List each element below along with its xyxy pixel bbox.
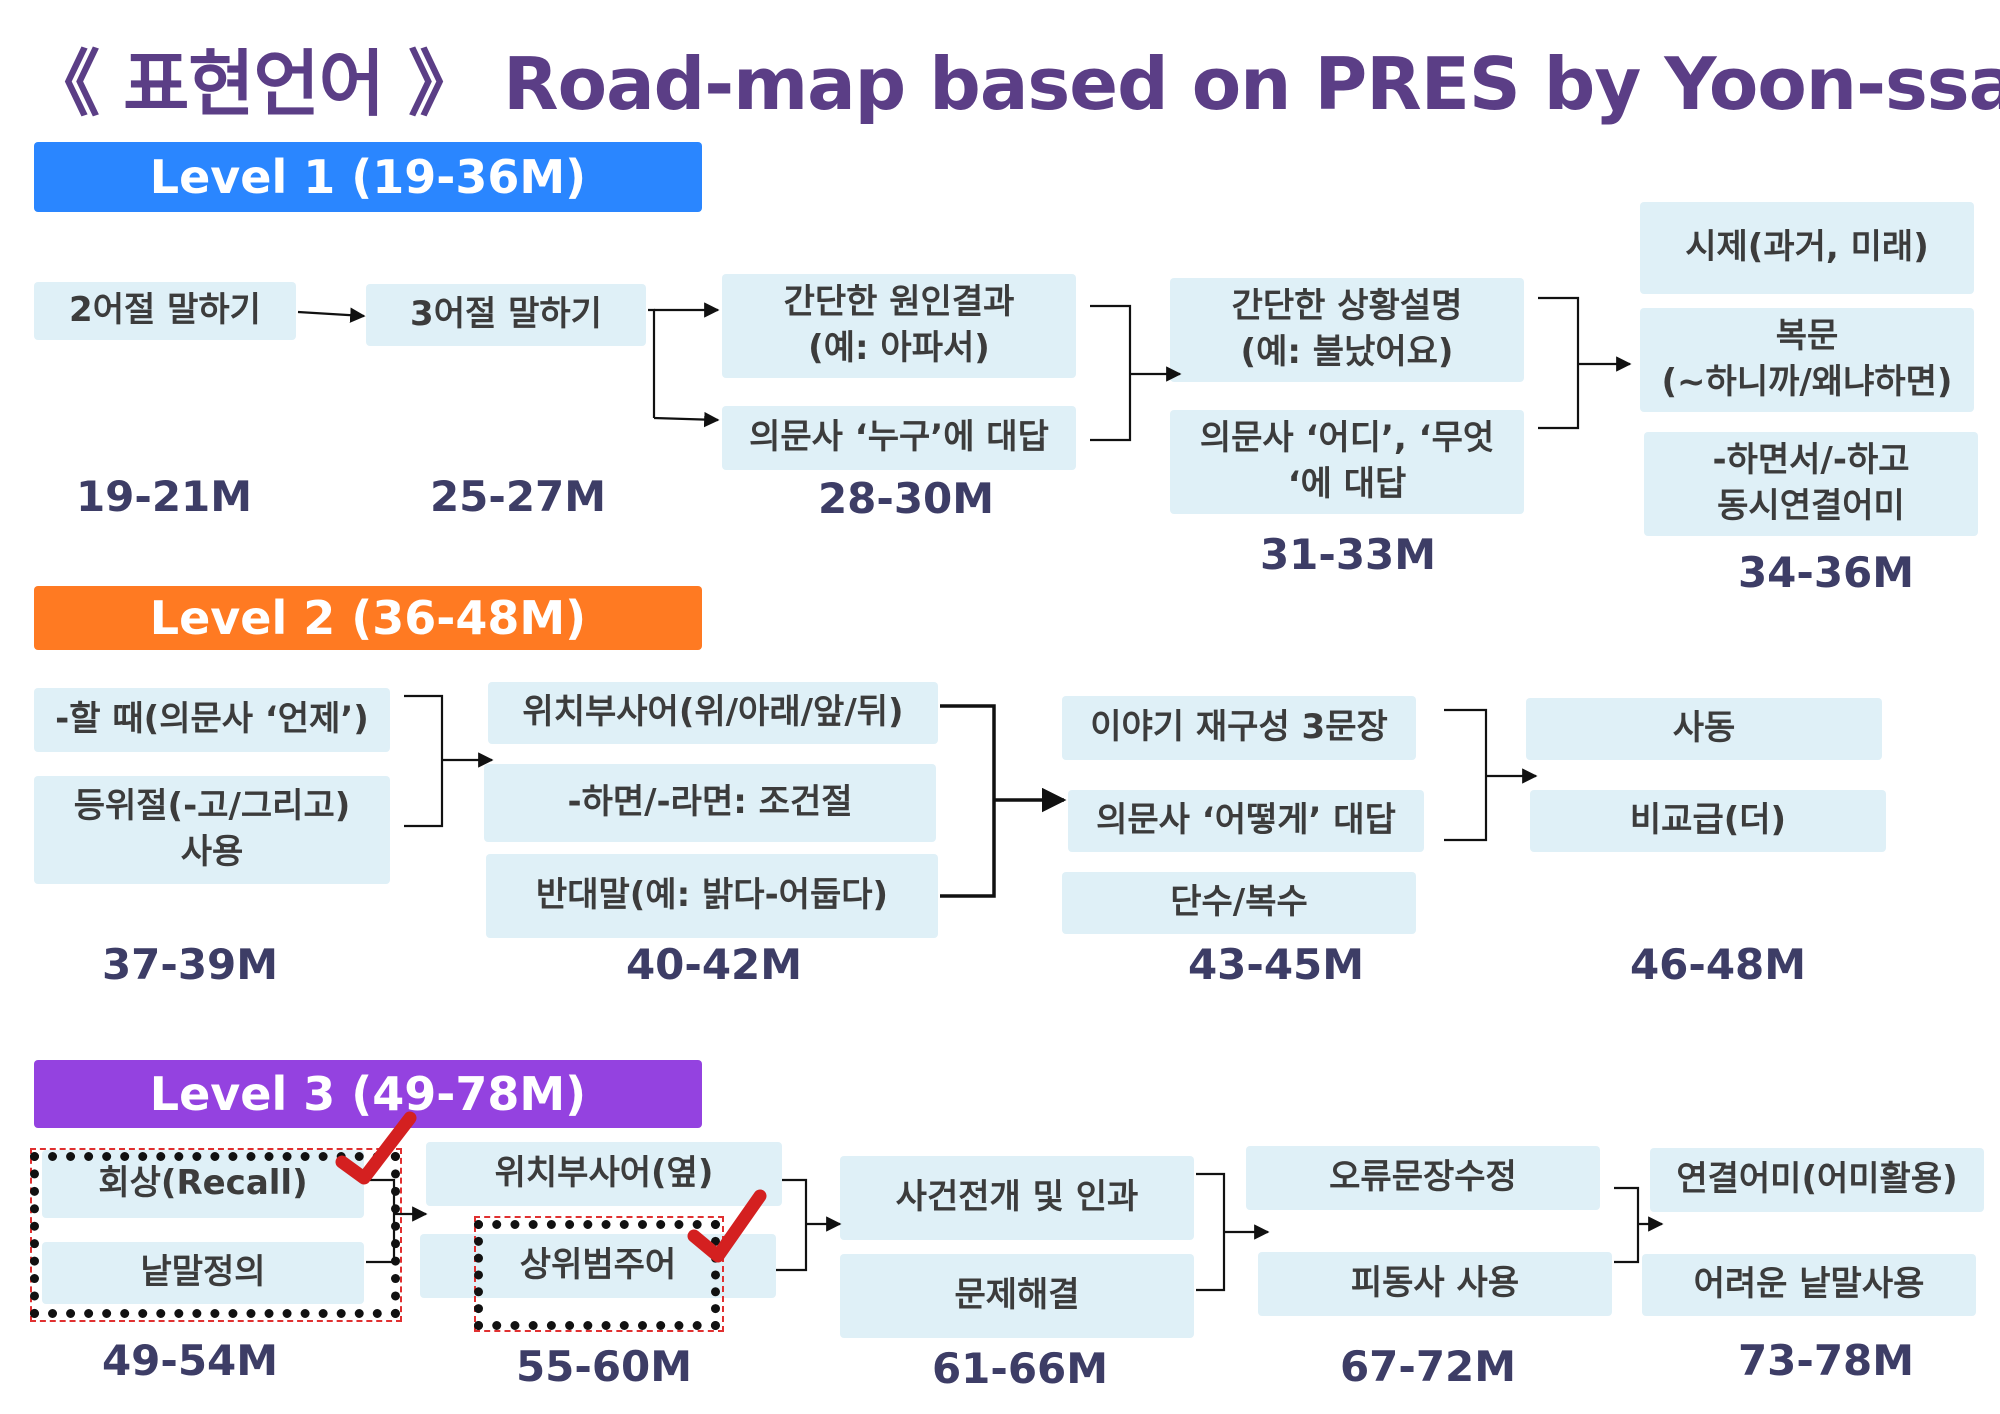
skill-box: 의문사 ‘어디’, ‘무엇 ‘에 대답 [1170, 410, 1524, 514]
age-range: 49-54M [101, 1336, 279, 1385]
level-1-header: Level 1 (19-36M) [34, 142, 702, 212]
skill-box: 연결어미(어미활용) [1650, 1148, 1984, 1212]
skill-box: 위치부사어(옆) [426, 1142, 782, 1206]
age-range: 25-27M [429, 472, 607, 521]
page-title: 《 표현언어 》 Road-map based on PRES by Yoon-… [28, 42, 2000, 126]
bracket [404, 694, 444, 828]
skill-box: 단수/복수 [1062, 872, 1416, 934]
bracket [940, 704, 996, 898]
age-range: 55-60M [515, 1342, 693, 1391]
age-range: 61-66M [931, 1344, 1109, 1393]
skill-box: 의문사 ‘누구’에 대답 [722, 406, 1076, 470]
skill-box: 간단한 상황설명 (예: 불났어요) [1170, 278, 1524, 382]
skill-box: 피동사 사용 [1258, 1252, 1612, 1316]
skill-box: 어려운 낱말사용 [1642, 1254, 1976, 1316]
checkmark-icon [335, 1111, 417, 1185]
skill-box: -할 때(의문사 ‘언제’) [34, 688, 390, 752]
skill-box: 반대말(예: 밝다-어둡다) [486, 854, 938, 938]
bracket [1090, 304, 1132, 442]
skill-box: 낱말정의 [42, 1242, 364, 1304]
skill-box: 오류문장수정 [1246, 1146, 1600, 1210]
skill-box: 비교급(더) [1530, 790, 1886, 852]
checkmark-icon [687, 1189, 767, 1263]
skill-box: 사동 [1526, 698, 1882, 760]
bracket [366, 1178, 396, 1264]
age-range: 40-42M [625, 940, 803, 989]
age-range: 73-78M [1737, 1336, 1915, 1385]
skill-box: 3어절 말하기 [366, 284, 646, 346]
arrow [653, 411, 720, 428]
highlight-frame [474, 1220, 720, 1330]
age-range: 34-36M [1737, 548, 1915, 597]
skill-box: 의문사 ‘어떻게’ 대답 [1068, 790, 1424, 852]
skill-box: 문제해결 [840, 1254, 1194, 1338]
skill-box: 복문 (~하니까/왜냐하면) [1640, 308, 1974, 412]
level-2-header: Level 2 (36-48M) [34, 586, 702, 650]
age-range: 46-48M [1629, 940, 1807, 989]
skill-box: -하면서/-하고 동시연결어미 [1644, 432, 1978, 536]
highlight-frame [30, 1152, 400, 1318]
bracket [1614, 1186, 1640, 1264]
bracket [776, 1178, 808, 1272]
age-range: 31-33M [1259, 530, 1437, 579]
branch-line [648, 308, 656, 418]
bracket [1196, 1172, 1226, 1292]
bracket [1538, 296, 1580, 430]
skill-box: -하면/-라면: 조건절 [484, 764, 936, 842]
skill-box: 시제(과거, 미래) [1640, 202, 1974, 294]
age-range: 19-21M [75, 472, 253, 521]
skill-box: 간단한 원인결과 (예: 아파서) [722, 274, 1076, 378]
age-range: 43-45M [1187, 940, 1365, 989]
level-3-header: Level 3 (49-78M) [34, 1060, 702, 1128]
bracket [1444, 708, 1488, 842]
age-range: 37-39M [101, 940, 279, 989]
skill-box: 이야기 재구성 3문장 [1062, 696, 1416, 760]
skill-box: 등위절(-고/그리고) 사용 [34, 776, 390, 884]
arrow [297, 307, 366, 323]
skill-box: 회상(Recall) [42, 1150, 364, 1218]
skill-box: 2어절 말하기 [34, 282, 296, 340]
skill-box: 사건전개 및 인과 [840, 1156, 1194, 1240]
age-range: 28-30M [817, 474, 995, 523]
skill-box: 위치부사어(위/아래/앞/뒤) [488, 682, 938, 744]
age-range: 67-72M [1339, 1342, 1517, 1391]
